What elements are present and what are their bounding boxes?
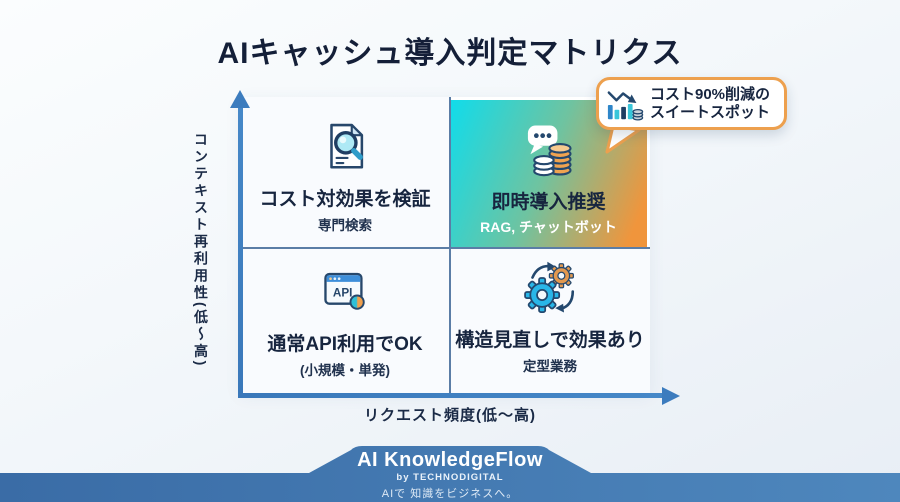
quadrant-label: 即時導入推奨 bbox=[491, 192, 606, 213]
matrix-divider-vertical bbox=[449, 97, 451, 393]
quadrant-bottom-left: API 通常API利用でOK (小規模・単発) bbox=[240, 248, 450, 393]
quadrant-sublabel: RAG, チャットボット bbox=[480, 219, 617, 235]
y-axis-arrow-icon bbox=[230, 90, 250, 108]
footer-banner bbox=[0, 446, 900, 502]
callout-text: コスト90%削減の スイートスポット bbox=[650, 86, 770, 122]
x-axis-line bbox=[238, 393, 663, 398]
quadrant-top-right-highlighted: 即時導入推奨 RAG, チャットボット bbox=[450, 97, 650, 248]
api-window-icon: API bbox=[318, 266, 372, 318]
quadrant-sublabel: (小規模・単発) bbox=[300, 363, 390, 378]
chat-coins-icon bbox=[520, 124, 578, 177]
callout-sweet-spot: コスト90%削減の スイートスポット bbox=[596, 77, 787, 130]
page-title: AIキャッシュ導入判定マトリクス bbox=[217, 37, 683, 70]
footer-brand: AI KnowledgeFlow bbox=[357, 449, 543, 471]
document-search-icon bbox=[317, 121, 373, 173]
matrix-divider-horizontal bbox=[240, 247, 650, 249]
callout-line-2: スイートスポット bbox=[650, 103, 771, 121]
y-axis-line bbox=[238, 106, 243, 396]
cost-decline-chart-icon bbox=[607, 90, 644, 121]
quadrant-label: コスト対効果を検証 bbox=[259, 189, 431, 210]
y-axis-label: コンテキスト再利用性(低〜高) bbox=[193, 131, 209, 369]
decision-matrix: コスト対効果を検証 専門検索 bbox=[240, 97, 650, 393]
footer-tagline: AIで 知識をビジネスへ。 bbox=[381, 488, 519, 500]
callout-line-1: コスト90%削減の bbox=[650, 85, 771, 103]
quadrant-label: 通常API利用でOK bbox=[267, 334, 423, 355]
quadrant-label: 構造見直しで効果あり bbox=[455, 330, 645, 351]
svg-text:API: API bbox=[333, 287, 353, 300]
quadrant-sublabel: 定型業務 bbox=[523, 359, 577, 374]
x-axis-label: リクエスト頻度(低〜高) bbox=[364, 407, 536, 424]
quadrant-top-left: コスト対効果を検証 専門検索 bbox=[240, 97, 450, 248]
gears-cycle-icon bbox=[521, 261, 579, 314]
footer-byline: by TECHNODIGITAL bbox=[396, 472, 504, 483]
x-axis-arrow-icon bbox=[662, 386, 680, 405]
quadrant-bottom-right: 構造見直しで効果あり 定型業務 bbox=[450, 248, 650, 393]
quadrant-sublabel: 専門検索 bbox=[318, 218, 372, 233]
